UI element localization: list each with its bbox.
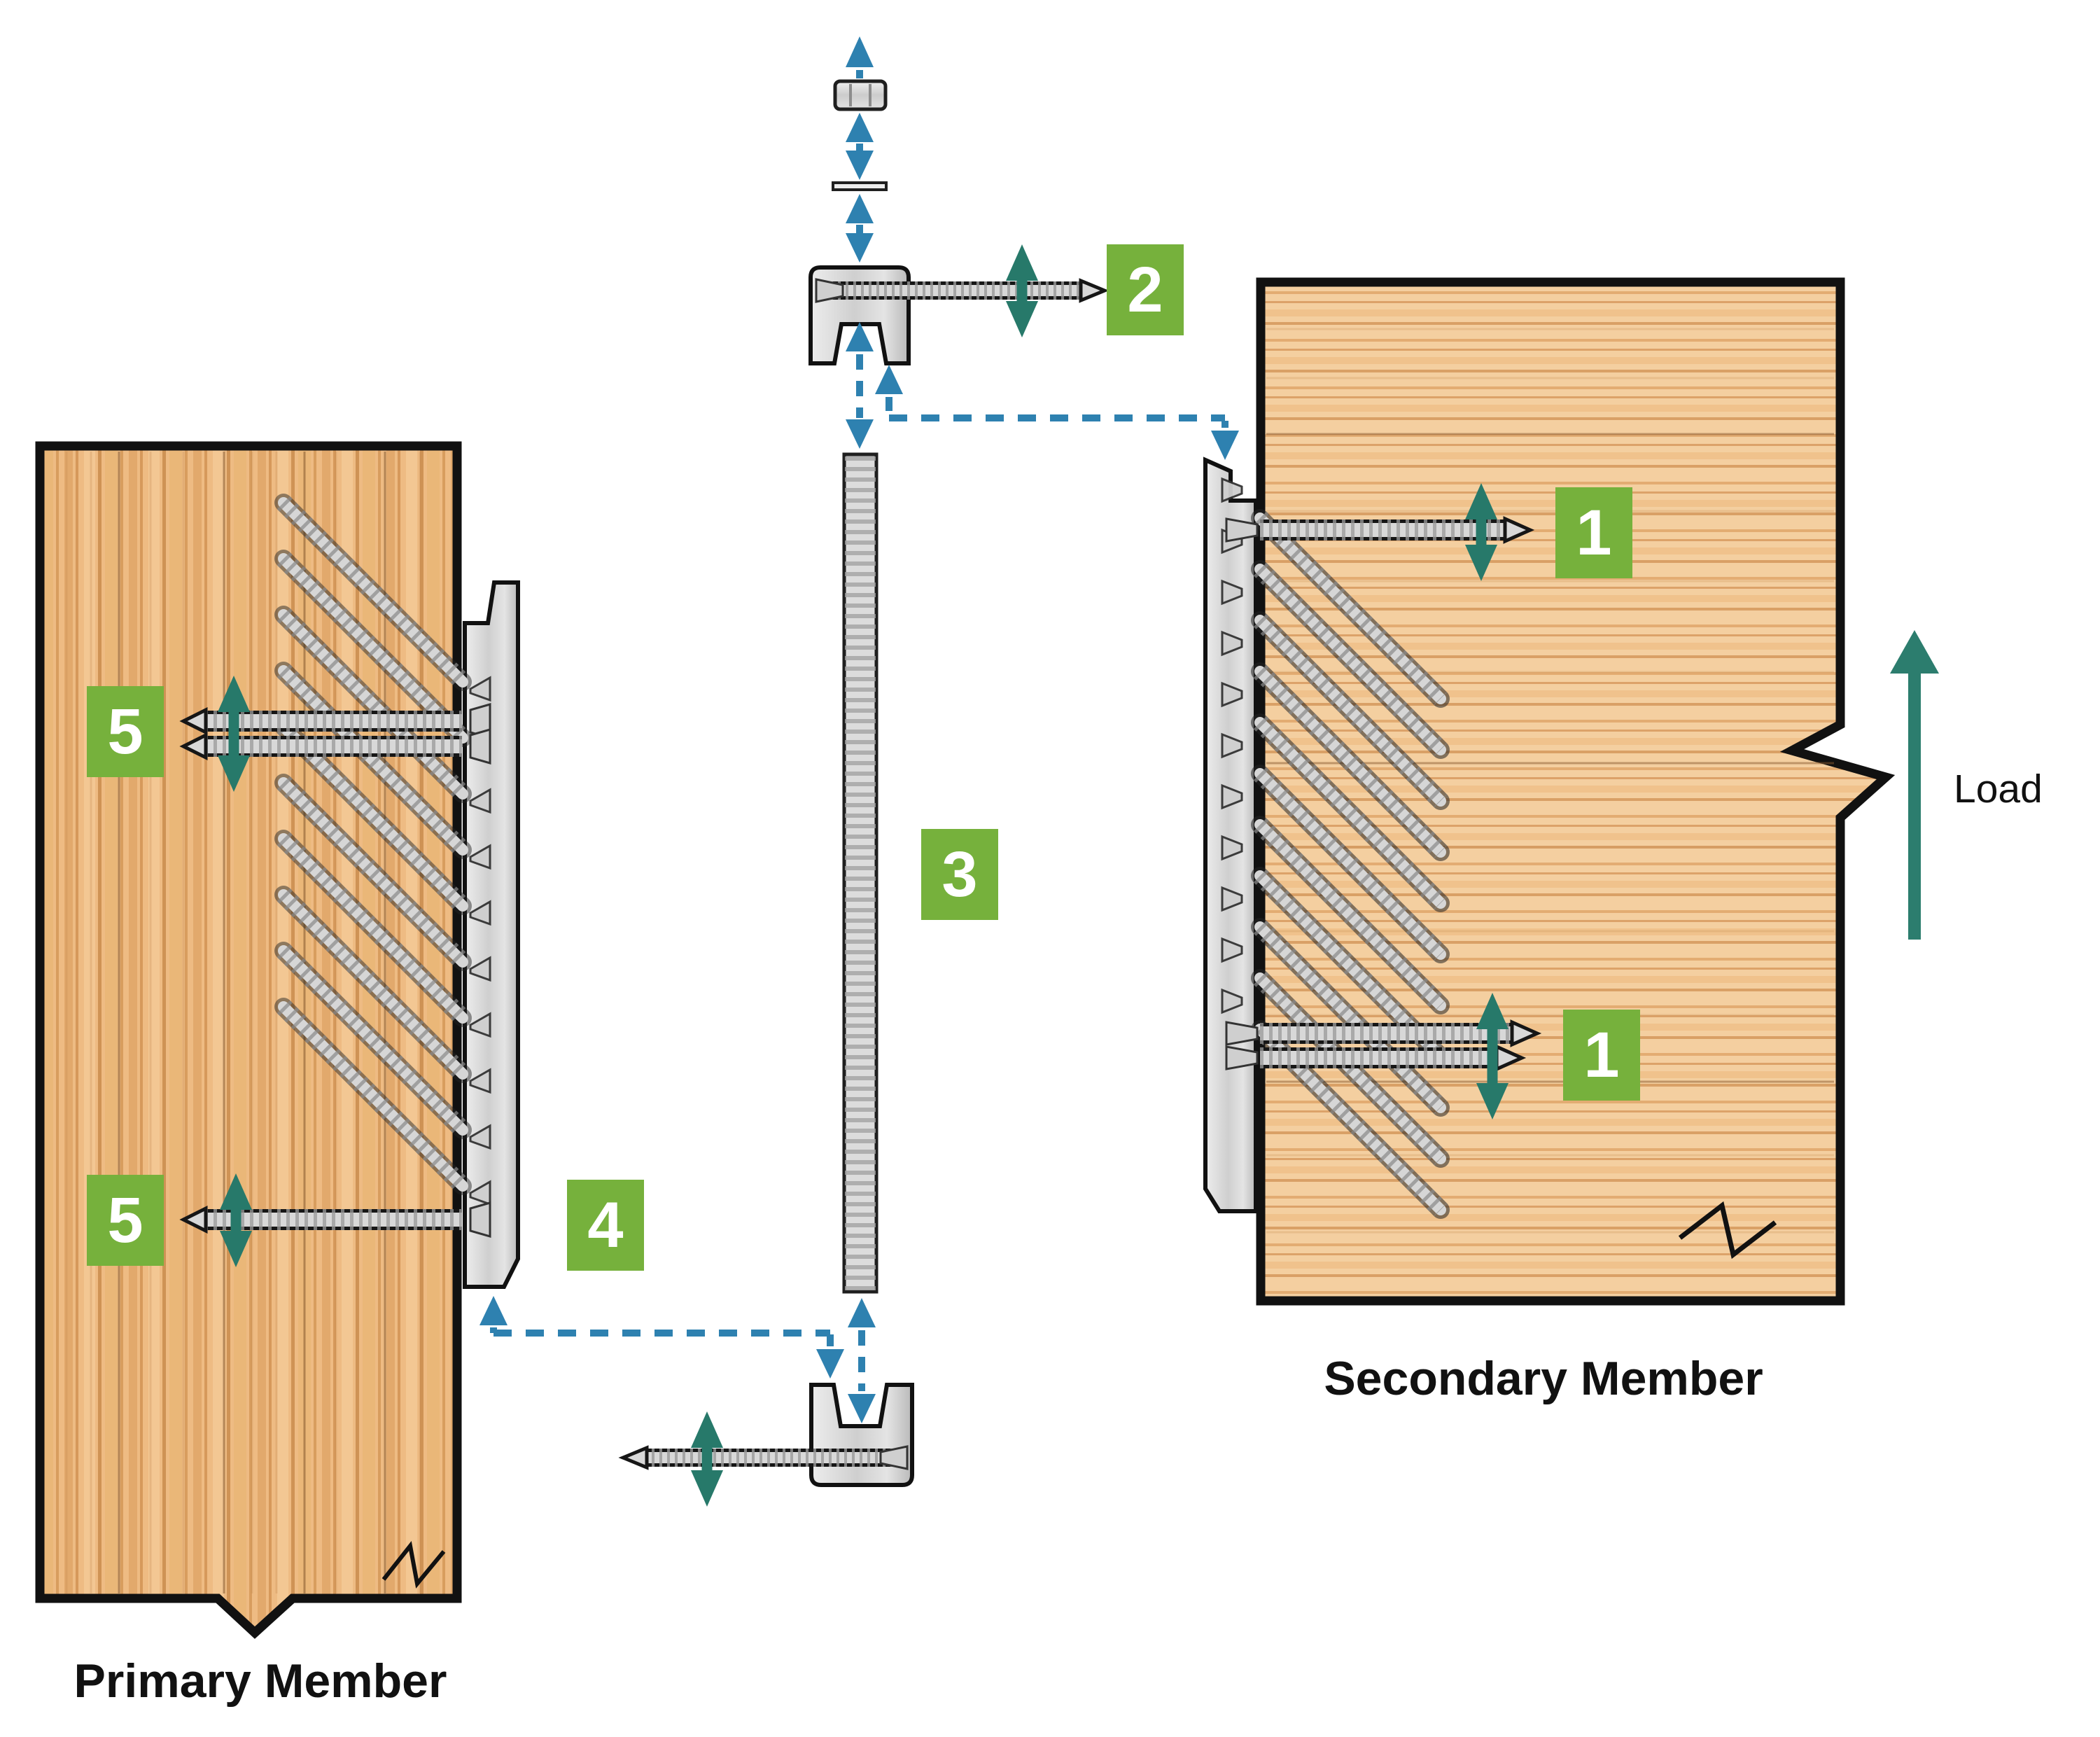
double-arrow-secondary-bottom-row double-headed-arrow-icon	[1476, 993, 1508, 1119]
threaded-rod	[842, 452, 878, 1294]
double-arrow-primary-top-row double-headed-arrow-icon	[218, 676, 250, 792]
callout-5-top: 5	[87, 686, 164, 777]
screw-row-bottom	[179, 1201, 491, 1238]
load-arrow load-direction-arrow-icon	[1890, 630, 1939, 940]
top-clamp-screw	[815, 278, 1110, 303]
primary-diagonal-screws	[274, 494, 491, 1206]
callout-3-number: 3	[941, 839, 977, 910]
dashed-arrows-washer-bracket dashed-assembly-arrow-icon	[846, 194, 874, 263]
screw-tip	[1079, 278, 1110, 303]
callout-3: 3	[921, 829, 998, 920]
callout-2-number: 2	[1127, 254, 1163, 326]
primary-member	[35, 441, 520, 1639]
dashed-arrows-bracket-rod dashed-assembly-arrow-icon	[846, 322, 874, 449]
bottom-clamp-screw	[618, 1445, 909, 1470]
hex-nut	[833, 79, 888, 111]
callout-1-bottom: 1	[1563, 1010, 1640, 1101]
adjustment-arrows	[218, 244, 1508, 1507]
screw-tip	[618, 1445, 649, 1470]
screw-row-top	[1225, 516, 1535, 544]
load-caption: Load	[1954, 767, 2043, 811]
primary-member-caption: Primary Member	[74, 1654, 447, 1708]
callout-1-top-number: 1	[1576, 497, 1611, 568]
callout-5-bottom: 5	[87, 1175, 164, 1266]
double-arrow-bottom-screw double-headed-arrow-icon	[691, 1411, 723, 1507]
callout-1-top: 1	[1555, 487, 1632, 578]
dashed-arrows-nut-washer dashed-assembly-arrow-icon	[846, 113, 874, 180]
captions: Primary Member Secondary Member Load	[74, 767, 2043, 1708]
connector-assembly	[218, 36, 1508, 1507]
dashed-arrows-rod-bracket dashed-assembly-arrow-icon	[848, 1298, 876, 1423]
callout-2: 2	[1107, 244, 1184, 335]
double-arrow-top-screw double-headed-arrow-icon	[1006, 244, 1038, 337]
callout-1-bottom-number: 1	[1583, 1019, 1619, 1091]
primary-break-mark material-break-zigzag-icon	[382, 1540, 446, 1589]
secondary-horizontal-screws	[1225, 516, 1542, 1072]
dashed-arrow-above-nut dashed-assembly-arrow-icon	[846, 36, 874, 78]
callout-4: 4	[567, 1180, 644, 1271]
secondary-break-mark material-break-zigzag-icon	[1678, 1201, 1777, 1260]
secondary-member-caption: Secondary Member	[1324, 1352, 1763, 1405]
double-arrow-secondary-top-row double-headed-arrow-icon	[1465, 483, 1497, 581]
primary-horizontal-screws	[179, 703, 491, 1238]
screw-row-top	[179, 703, 491, 765]
callout-5-top-number: 5	[107, 696, 143, 767]
screw-head	[815, 278, 844, 303]
washer	[832, 181, 888, 191]
secondary-side-plate	[1203, 456, 1258, 1213]
screw-head	[879, 1445, 909, 1470]
callout-4-number: 4	[587, 1190, 623, 1261]
callout-badges: 1 1 2 3 4 5 5	[87, 244, 1640, 1271]
secondary-member	[1203, 277, 1896, 1306]
assembly-dashed-guides	[479, 36, 1239, 1423]
dashed-path-plate-to-bracket dashed-assembly-arrow-icon	[479, 1296, 844, 1379]
callout-5-bottom-number: 5	[107, 1185, 143, 1256]
secondary-plate-screw-heads	[1221, 477, 1243, 1014]
dashed-path-bracket-to-plate dashed-assembly-arrow-icon	[875, 365, 1239, 460]
screw-row-bottom	[1225, 1019, 1542, 1072]
double-arrow-primary-bottom-row double-headed-arrow-icon	[220, 1173, 252, 1267]
